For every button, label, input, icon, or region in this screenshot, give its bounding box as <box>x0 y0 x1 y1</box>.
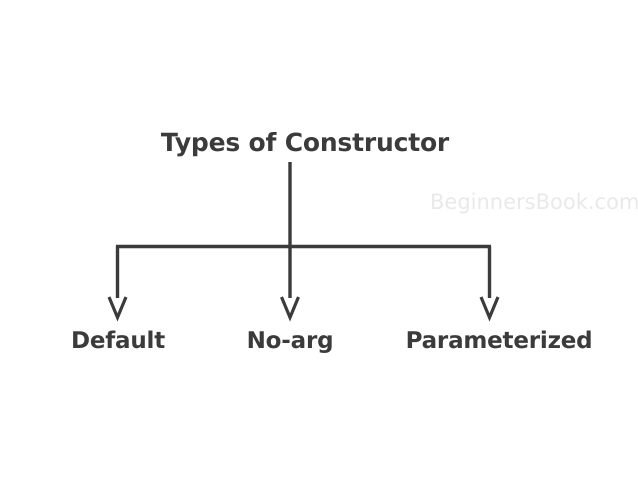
root-node-label: Types of Constructor <box>160 128 450 157</box>
leaf-node-label-default: Default <box>70 328 166 354</box>
leaf-node-label-parameterized: Parameterized <box>405 328 593 354</box>
leaf-node-label-no-arg: No-arg <box>246 328 334 354</box>
arrowhead-icon-right <box>479 296 500 322</box>
arrowhead-icon-middle <box>280 296 300 322</box>
arrowhead-icon-left <box>107 296 128 322</box>
watermark-text: BeginnersBook.com <box>430 190 638 214</box>
